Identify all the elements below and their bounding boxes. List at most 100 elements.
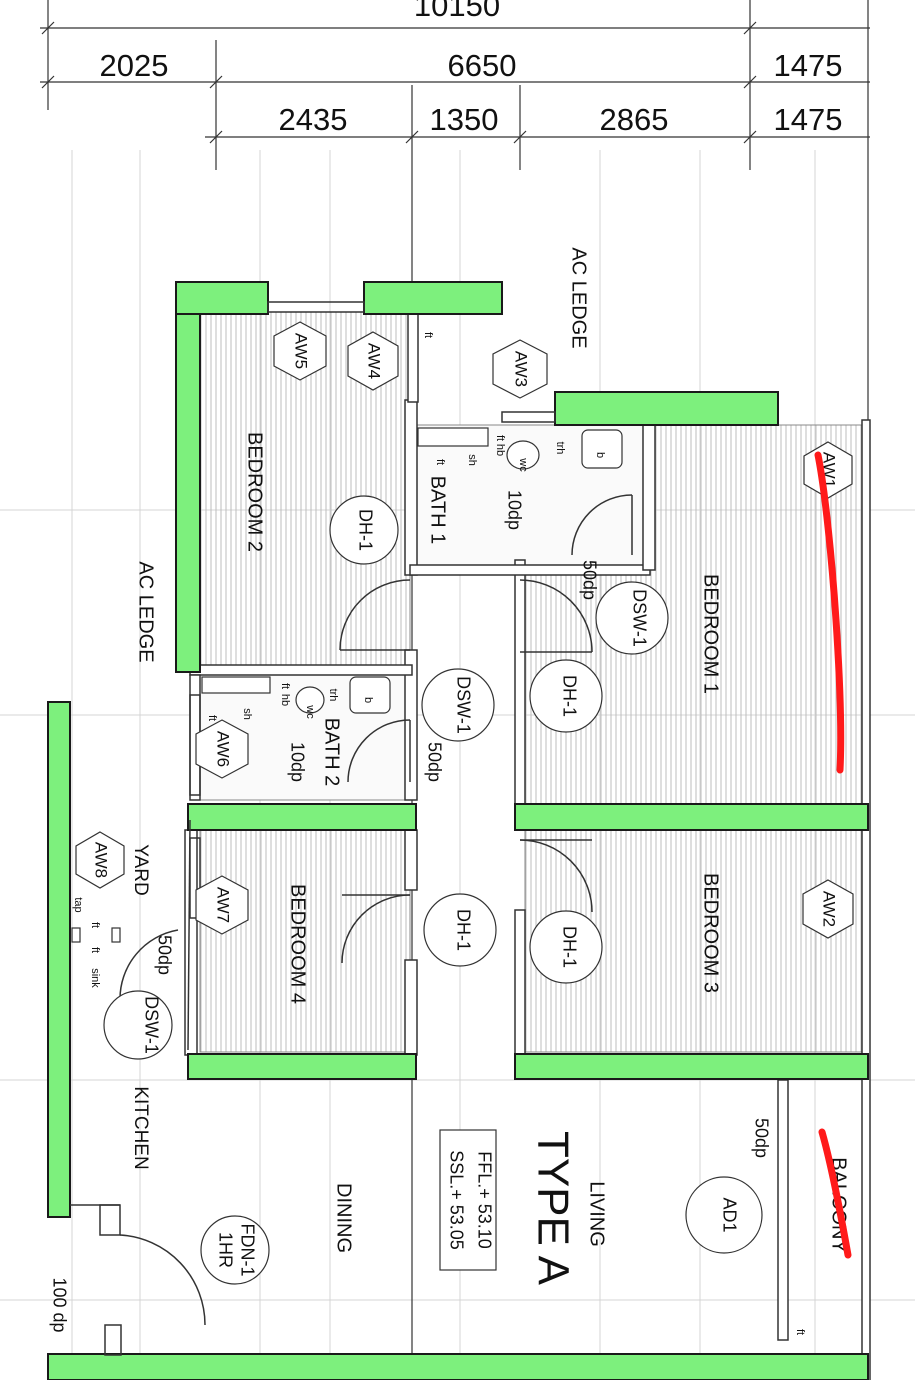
dim-row1-c: 1475 xyxy=(774,48,843,83)
fixture-ft: ft xyxy=(206,715,218,721)
wall-segment xyxy=(47,1353,869,1380)
room-label-bedroom1: BEDROOM 1 xyxy=(700,574,722,694)
level-ssl: SSL.+ 53.05 xyxy=(446,1150,466,1250)
dim-row2-b: 1350 xyxy=(430,102,499,137)
drop-label-10dp: 10dp xyxy=(504,490,524,530)
fixture-ft: ft xyxy=(494,435,506,441)
window-tag-aw5: AW5 xyxy=(292,333,311,369)
door-tag-dsw1: DSW-1 xyxy=(141,996,161,1054)
fixture-trh: trh xyxy=(327,689,339,702)
window-tag-aw8: AW8 xyxy=(92,842,111,878)
drop-label-50dp: 50dp xyxy=(751,1118,771,1158)
fixture-hb: hb xyxy=(279,694,291,706)
fixture-wc: wc xyxy=(304,704,316,719)
wall-segment xyxy=(175,281,201,673)
wall-segment xyxy=(514,1053,869,1080)
wall-segment xyxy=(47,701,71,1218)
window-tag-aw4: AW4 xyxy=(365,343,384,379)
door-tag-circle xyxy=(423,893,497,967)
room-label-ac-ledge-left: AC LEDGE xyxy=(135,561,157,662)
window-tag-hex xyxy=(347,331,399,391)
door-tag-circle xyxy=(103,990,173,1060)
room-label-dining: DINING xyxy=(333,1183,355,1253)
bathtub-icon xyxy=(417,427,489,447)
window-tag-aw2: AW2 xyxy=(820,891,839,927)
door-tag-fdn-rating: 1HR xyxy=(215,1232,235,1268)
door-tag-circle xyxy=(685,1176,763,1254)
window-tag-hex xyxy=(75,831,125,889)
door-tag-dh1: DH-1 xyxy=(453,909,473,951)
wall-segment xyxy=(554,391,779,426)
annotation-stroke xyxy=(818,1128,852,1259)
interior-walls xyxy=(184,311,871,1380)
wc-icon xyxy=(295,686,325,714)
dim-row2-d: 1475 xyxy=(774,102,843,137)
fixture-ft: ft xyxy=(422,332,434,338)
fixture-ft: ft xyxy=(279,683,291,689)
bath-fixtures xyxy=(71,427,623,943)
dim-row2-c: 2865 xyxy=(600,102,669,137)
fixture-sh: sh xyxy=(466,454,478,466)
wall-segment xyxy=(187,803,417,831)
room-label-living: LIVING xyxy=(586,1181,608,1247)
fixture-hb: hb xyxy=(494,444,506,456)
drop-label-50dp: 50dp xyxy=(424,742,444,782)
fixture-ft: ft xyxy=(434,459,446,465)
drop-label-100dp: 100 dp xyxy=(49,1277,69,1332)
fixture-ft: ft xyxy=(89,922,101,928)
fixture-wc: wc xyxy=(517,457,529,472)
door-tag-circle xyxy=(595,581,669,655)
dim-row1-b: 6650 xyxy=(448,48,517,83)
wall-segment xyxy=(175,281,269,315)
door-swings xyxy=(119,494,633,1326)
drop-label-50dp: 50dp xyxy=(154,935,174,975)
window-tag-hex xyxy=(195,719,249,779)
room-label-bath1: BATH 1 xyxy=(427,476,449,545)
fixture-ft: ft xyxy=(89,947,101,953)
room-label-ac-ledge-top: AC LEDGE xyxy=(568,247,590,348)
bathtub-icon xyxy=(201,676,271,694)
drop-label-10dp: 10dp xyxy=(287,742,307,782)
fixture-sh: sh xyxy=(241,708,253,720)
dim-row2-a: 2435 xyxy=(279,102,348,137)
tag-shapes xyxy=(75,321,854,1285)
room-label-kitchen: KITCHEN xyxy=(130,1086,151,1169)
fixture-b: b xyxy=(362,697,374,703)
fixture-trh: trh xyxy=(554,442,566,455)
wc-icon xyxy=(506,440,540,470)
door-tag-circle xyxy=(421,668,495,742)
room-label-bedroom3: BEDROOM 3 xyxy=(700,873,722,993)
dim-row1-a: 2025 xyxy=(100,48,169,83)
structural-walls xyxy=(47,281,869,1380)
door-tag-circle xyxy=(529,659,603,733)
window-tag-hex xyxy=(195,875,249,935)
door-tag-dh1: DH-1 xyxy=(355,509,375,551)
wall-segment xyxy=(363,281,503,315)
window-tag-hex xyxy=(492,339,548,399)
fixture-tap: tap xyxy=(72,897,84,912)
door-tag-circle xyxy=(200,1215,270,1285)
door-tag-circle xyxy=(529,910,603,984)
annotation-stroke xyxy=(814,451,845,774)
room-label-bedroom2: BEDROOM 2 xyxy=(244,432,266,552)
fixture-b: b xyxy=(594,452,606,458)
room-label-yard: YARD xyxy=(130,844,151,895)
window-tag-hex xyxy=(273,321,327,381)
room-label-bedroom4: BEDROOM 4 xyxy=(287,884,309,1004)
window-tag-aw3: AW3 xyxy=(512,351,531,387)
door-tag-fdn1: FDN-1 xyxy=(237,1224,257,1277)
door-tag-dh1: DH-1 xyxy=(559,675,579,717)
level-ffl: FFL.+ 53.10 xyxy=(474,1151,494,1249)
drop-label-50dp: 50dp xyxy=(579,560,599,600)
door-tag-dh1: DH-1 xyxy=(559,926,579,968)
basin-icon xyxy=(349,676,391,714)
level-box xyxy=(439,1129,497,1271)
door-tag-ad1: AD1 xyxy=(719,1197,739,1232)
fixture-ft: ft xyxy=(794,1329,806,1335)
wall-segment xyxy=(187,1053,417,1080)
rotated-labels: BEDROOM 2 BEDROOM 1 BEDROOM 3 BEDROOM 4 … xyxy=(49,247,849,1335)
door-tag-dsw1: DSW-1 xyxy=(453,676,473,734)
window-tag-hex xyxy=(802,879,854,939)
window-tag-aw7: AW7 xyxy=(214,887,233,923)
